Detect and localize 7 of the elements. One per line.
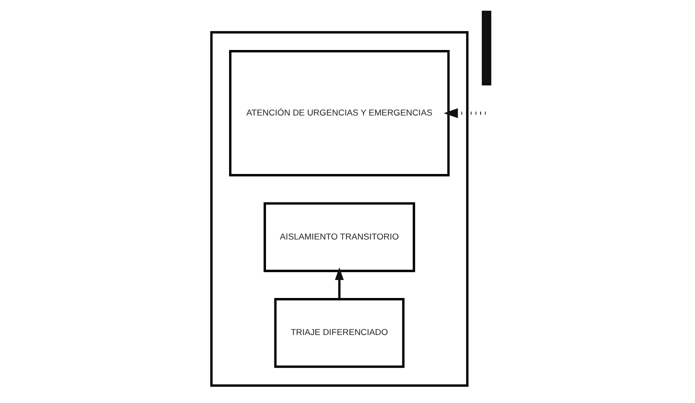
node-box: AISLAMIENTO TRANSITORIO <box>263 202 415 272</box>
node-box: ATENCIÓN DE URGENCIAS Y EMERGENCIAS <box>228 50 450 176</box>
arrow <box>443 108 486 118</box>
node-bar <box>481 10 491 86</box>
cluster <box>210 31 468 387</box>
node-box: TRIAJE DIFERENCIADO <box>274 298 404 368</box>
arrow <box>334 267 344 299</box>
